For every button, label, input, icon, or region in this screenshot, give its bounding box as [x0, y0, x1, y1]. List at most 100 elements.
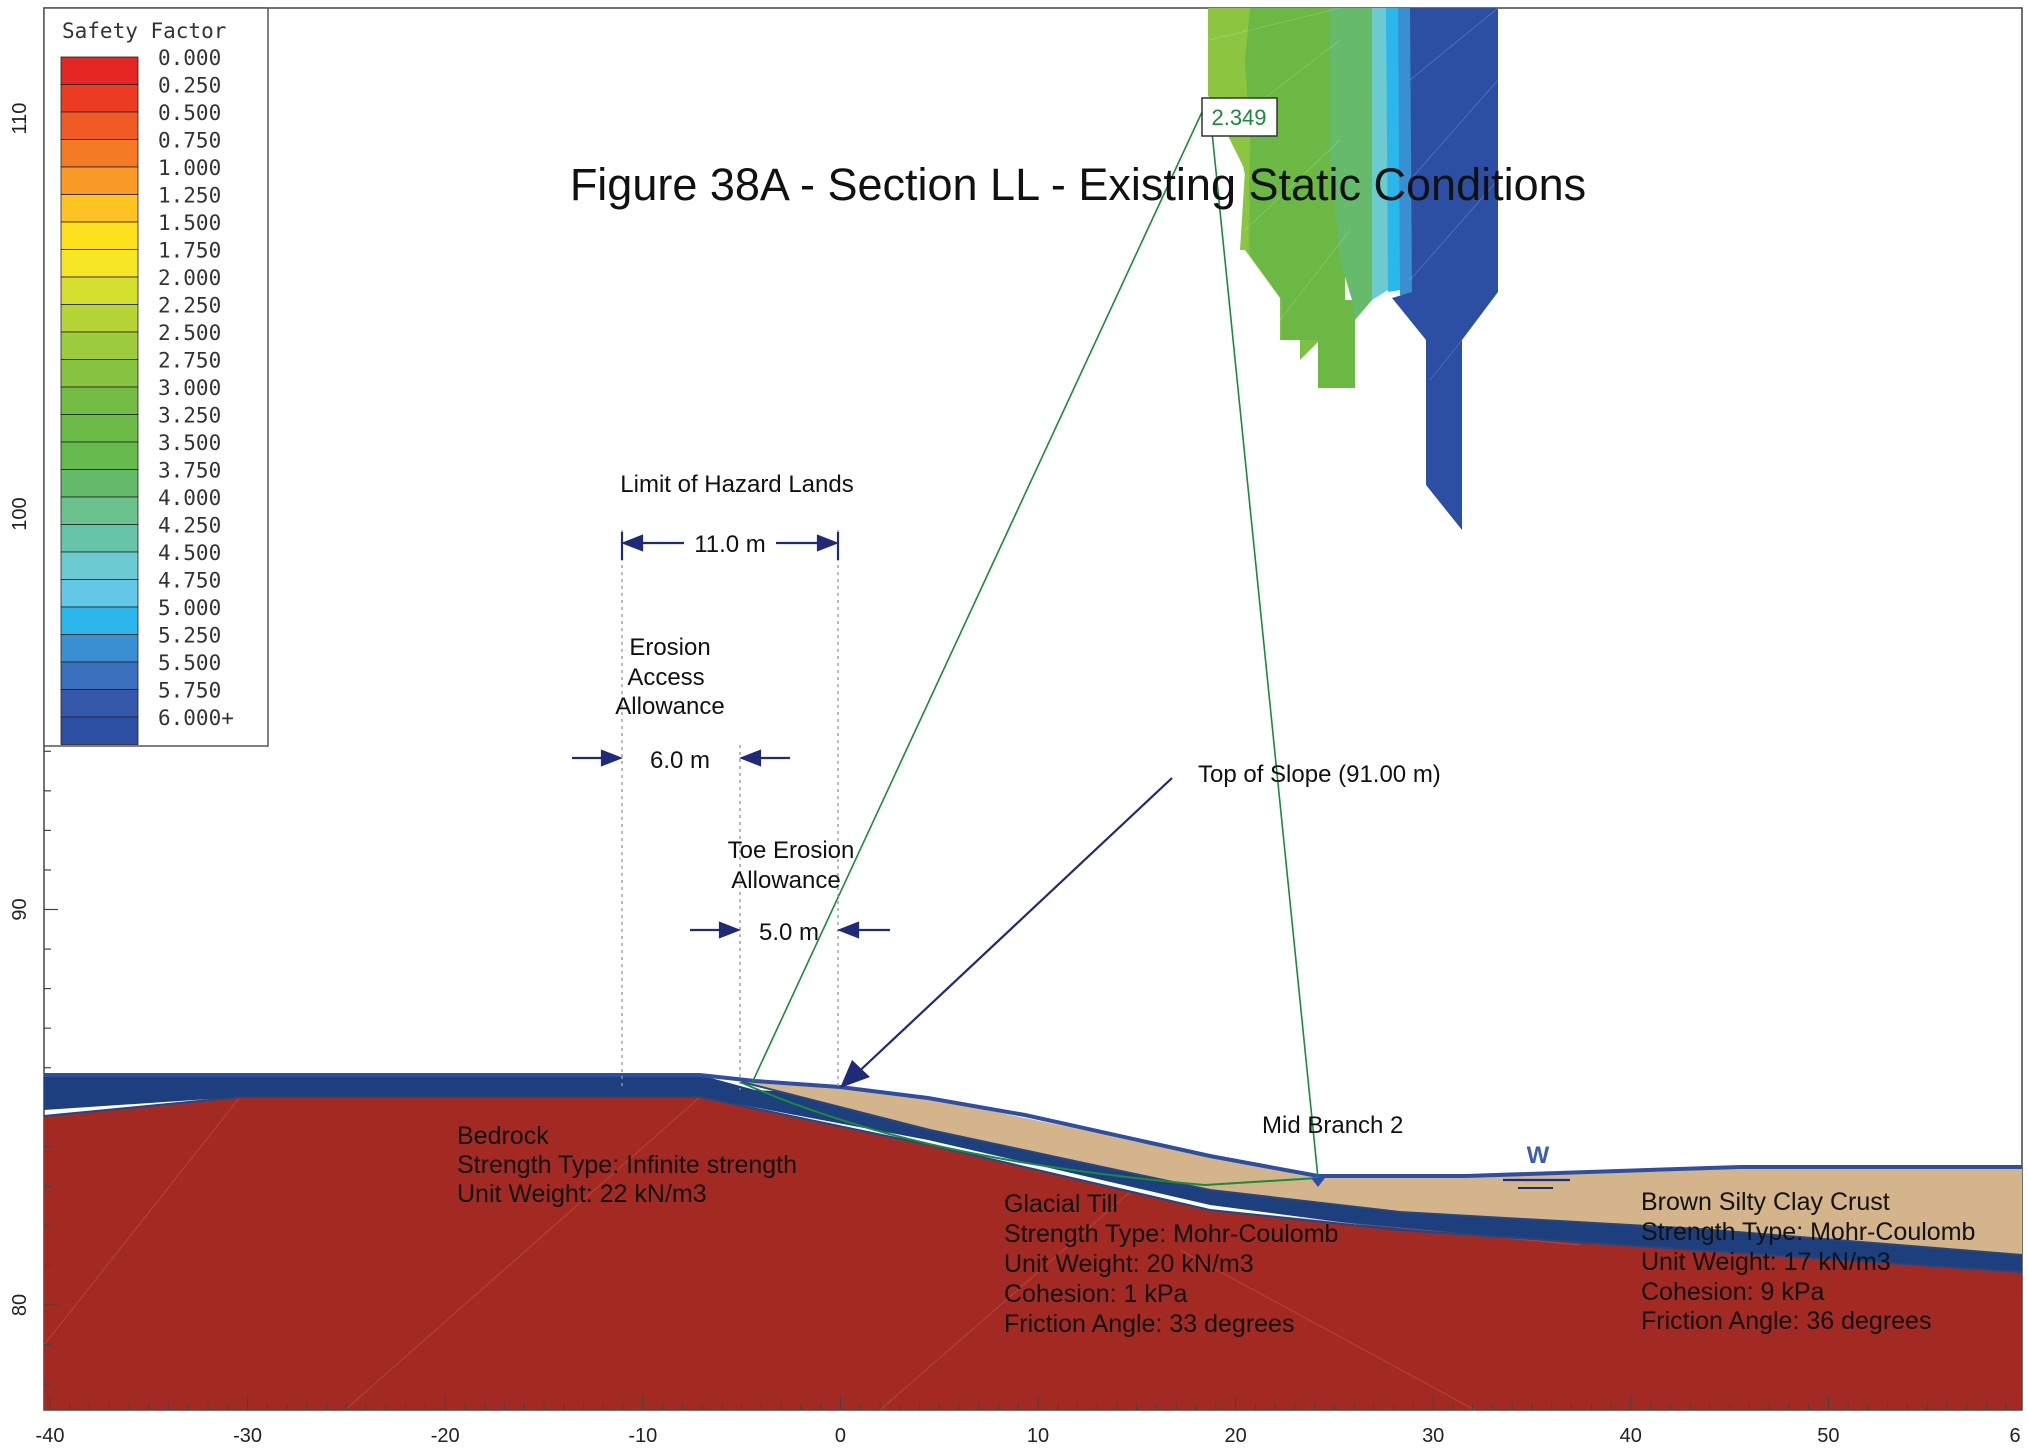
figure-title: Figure 38A - Section LL - Existing Stati… — [570, 159, 1586, 210]
contour-sea-green — [1330, 8, 1372, 320]
erosion-access-label-3: Allowance — [615, 693, 724, 720]
legend-label: 1.250 — [158, 184, 221, 208]
y-tick-label: 100 — [9, 497, 31, 530]
fs-label: 2.349 — [1201, 97, 1278, 137]
till-unit-weight: Unit Weight: 20 kN/m3 — [1004, 1250, 1254, 1278]
legend-swatch — [60, 496, 139, 525]
legend-swatch — [60, 414, 139, 443]
toe-erosion-dim-arrow — [690, 921, 890, 939]
ground-surface — [44, 1073, 2022, 1178]
toe-erosion-label-1: Toe Erosion — [728, 837, 855, 864]
erosion-access-dim-text: 6.0 m — [650, 747, 710, 774]
bedrock-strength: Strength Type: Infinite strength — [457, 1151, 797, 1179]
till-top-boundary — [741, 1081, 2023, 1256]
legend-swatch — [60, 221, 139, 250]
erosion-access-label-1: Erosion — [629, 634, 710, 661]
bedrock-mesh-lines — [43, 1096, 1581, 1411]
legend-label: 3.000 — [158, 376, 221, 400]
legend-label: 5.000 — [158, 596, 221, 620]
legend-swatch — [60, 139, 139, 168]
legend-swatch — [60, 579, 139, 608]
legend-label: 0.000 — [158, 46, 221, 70]
mid-branch-label: Mid Branch 2 — [1262, 1112, 1403, 1139]
legend-swatch — [60, 689, 139, 718]
x-tick-label: 10 — [1027, 1425, 1049, 1447]
till-cohesion: Cohesion: 1 kPa — [1004, 1280, 1188, 1308]
clay-strength: Strength Type: Mohr-Coulomb — [1641, 1218, 1975, 1246]
till-strength: Strength Type: Mohr-Coulomb — [1004, 1220, 1338, 1248]
legend-entries: 0.0000.2500.5000.7501.0001.2501.5001.750… — [60, 46, 234, 745]
legend-label: 1.500 — [158, 211, 221, 235]
y-tick-label: 80 — [9, 1294, 31, 1316]
legend-swatch — [60, 716, 139, 745]
hazard-dim-text: 11.0 m — [694, 531, 766, 558]
hazard-dim-arrow — [620, 532, 840, 560]
legend-swatch — [60, 606, 139, 635]
contour-light-blue — [1398, 8, 1412, 300]
erosion-access-label-2: Access — [627, 664, 704, 691]
legend-swatch — [60, 386, 139, 415]
clay-name: Brown Silty Clay Crust — [1641, 1188, 1890, 1216]
y-tick-label: 110 — [9, 103, 31, 135]
guide-lines — [621, 530, 839, 1090]
legend-label: 4.250 — [158, 514, 221, 538]
legend-label: 2.000 — [158, 266, 221, 290]
material-labels: Bedrock Strength Type: Infinite strength… — [457, 1122, 1975, 1338]
legend-swatch — [60, 249, 139, 278]
legend-label: 2.750 — [158, 349, 221, 373]
legend-label: 0.750 — [158, 129, 221, 153]
legend-swatch — [60, 359, 139, 388]
toe-erosion-dim-text: 5.0 m — [759, 919, 819, 946]
contour-dark-blue — [1392, 8, 1498, 530]
x-tick-label: 40 — [1620, 1425, 1642, 1447]
legend-swatch — [60, 56, 139, 85]
legend-label: 0.500 — [158, 101, 221, 125]
till-friction: Friction Angle: 33 degrees — [1004, 1310, 1294, 1338]
x-tick-label: 50 — [1817, 1425, 1839, 1447]
legend-swatch — [60, 331, 139, 360]
legend-swatch — [60, 441, 139, 470]
top-of-slope-arrowhead — [840, 1060, 870, 1088]
erosion-access-dim-arrow — [572, 749, 790, 767]
x-tick-label: -30 — [233, 1425, 262, 1447]
legend-swatch — [60, 84, 139, 113]
x-tick-label: 20 — [1224, 1425, 1246, 1447]
legend-label: 2.250 — [158, 294, 221, 318]
legend-label: 4.750 — [158, 569, 221, 593]
legend-swatch — [60, 469, 139, 498]
clay-crust-layer — [742, 1081, 2022, 1255]
legend-label: 2.500 — [158, 321, 221, 345]
legend: Safety Factor 0.0000.2500.5000.7501.0001… — [43, 7, 269, 747]
legend-swatch — [60, 111, 139, 140]
legend-swatch — [60, 276, 139, 305]
legend-label: 1.750 — [158, 239, 221, 263]
toe-erosion-label-2: Allowance — [731, 867, 840, 894]
bedrock-layer — [44, 1097, 2022, 1410]
legend-label: 5.500 — [158, 651, 221, 675]
x-tick-label: -40 — [36, 1425, 65, 1447]
bedrock-unit-weight: Unit Weight: 22 kN/m3 — [457, 1180, 707, 1208]
fs-label-box — [1201, 97, 1278, 137]
legend-label: 6.000+ — [158, 706, 234, 730]
water-table-marker: W — [1503, 1142, 1570, 1189]
clay-unit-weight: Unit Weight: 17 kN/m3 — [1641, 1248, 1891, 1276]
hazard-lands-label: Limit of Hazard Lands — [620, 471, 853, 498]
legend-swatch — [60, 524, 139, 553]
critical-slip-surface — [739, 111, 1325, 1187]
legend-title: Safety Factor — [62, 19, 226, 43]
x-tick-label: 30 — [1422, 1425, 1444, 1447]
clay-friction: Friction Angle: 36 degrees — [1641, 1307, 1931, 1335]
legend-swatch — [60, 661, 139, 690]
legend-label: 3.250 — [158, 404, 221, 428]
slip-arc — [739, 1081, 1319, 1187]
legend-label: 5.750 — [158, 679, 221, 703]
x-tick-label: -20 — [431, 1425, 460, 1447]
legend-label: 4.500 — [158, 541, 221, 565]
x-tick-label: 6 — [2009, 1425, 2020, 1447]
legend-label: 0.250 — [158, 74, 221, 98]
legend-swatch — [60, 194, 139, 223]
legend-label: 3.500 — [158, 431, 221, 455]
top-of-slope-leader — [851, 777, 1173, 1079]
